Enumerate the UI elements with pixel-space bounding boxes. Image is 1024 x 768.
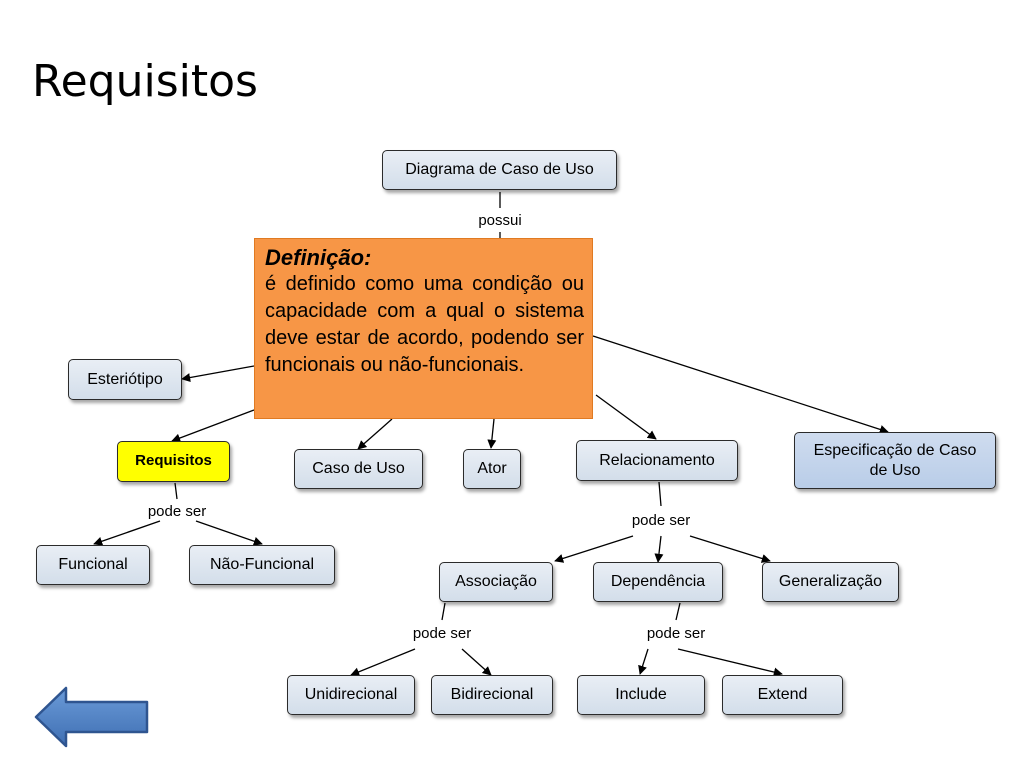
- node-nao-funcional[interactable]: Não-Funcional: [189, 545, 335, 585]
- node-dependencia[interactable]: Dependência: [593, 562, 723, 602]
- node-include[interactable]: Include: [577, 675, 705, 715]
- label-associacao-pode-ser: pode ser: [410, 625, 474, 642]
- link-relacionamento-label: [658, 481, 662, 507]
- label-relacionamento-pode-ser: pode ser: [629, 512, 693, 529]
- link-label-unidirecional: [350, 648, 416, 677]
- node-requisitos[interactable]: Requisitos: [117, 441, 230, 482]
- node-ator[interactable]: Ator: [463, 449, 521, 489]
- link-label-bidirecional: [461, 648, 492, 676]
- node-relacionamento[interactable]: Relacionamento: [576, 440, 738, 481]
- link-label-associacao: [554, 535, 634, 563]
- link-label-generalizacao: [689, 535, 771, 563]
- link-hub-ator: [487, 418, 497, 449]
- definition-title: Definição:: [265, 245, 372, 270]
- link-label-nao-funcional: [195, 520, 263, 546]
- left-arrow-icon: [34, 686, 149, 748]
- node-funcional[interactable]: Funcional: [36, 545, 150, 585]
- node-associacao[interactable]: Associação: [439, 562, 553, 602]
- label-dependencia-pode-ser: pode ser: [644, 625, 708, 642]
- node-especificacao-caso-de-uso[interactable]: Especificação de Caso de Uso: [794, 432, 996, 489]
- link-hub-especificacao: [592, 335, 889, 434]
- node-extend[interactable]: Extend: [722, 675, 843, 715]
- node-generalizacao[interactable]: Generalização: [762, 562, 899, 602]
- back-button[interactable]: [34, 686, 150, 753]
- link-hub-relacionamento: [595, 394, 657, 440]
- link-label-extend: [677, 648, 783, 677]
- node-diagrama-caso-de-uso[interactable]: Diagrama de Caso de Uso: [382, 150, 617, 190]
- link-label-dependencia: [654, 535, 664, 563]
- link-hub-caso-de-uso: [357, 418, 393, 450]
- link-label-funcional: [93, 520, 161, 546]
- link-dependencia-label: [675, 602, 681, 621]
- node-caso-de-uso[interactable]: Caso de Uso: [294, 449, 423, 489]
- definition-text: é definido como uma condição ou capacida…: [265, 273, 584, 376]
- node-bidirecional[interactable]: Bidirecional: [431, 675, 553, 715]
- label-possui: possui: [476, 212, 524, 229]
- page-title: Requisitos: [32, 56, 258, 107]
- link-requisitos-label: [174, 482, 178, 500]
- node-unidirecional[interactable]: Unidirecional: [287, 675, 415, 715]
- link-label-include: [638, 648, 649, 675]
- link-hub-requisitos: [171, 409, 255, 443]
- link-associacao-label: [441, 602, 446, 621]
- link-hub-esteriotipo: [181, 365, 255, 383]
- node-esteriotipo[interactable]: Esteriótipo: [68, 359, 182, 400]
- label-requisitos-pode-ser: pode ser: [145, 503, 209, 520]
- definition-box: Definição: é definido como uma condição …: [254, 238, 593, 419]
